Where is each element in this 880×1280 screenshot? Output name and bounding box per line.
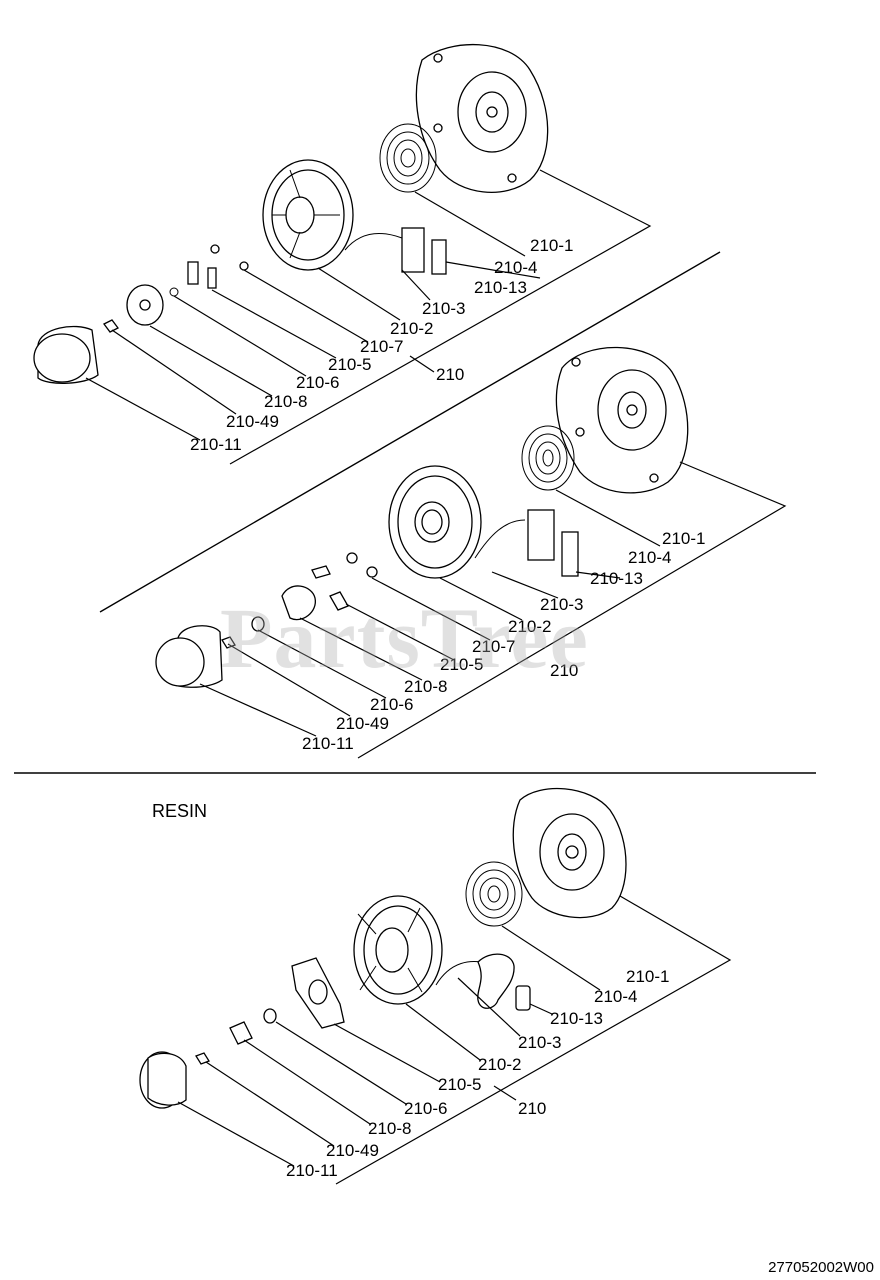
small-parts-group: [221, 552, 378, 649]
leader-210-11: [177, 1101, 295, 1167]
callout-label: 210-5: [440, 655, 483, 674]
leader-210-6: [275, 1021, 407, 1105]
leader-210-13: [529, 1003, 553, 1015]
leader-210-13: [575, 571, 621, 579]
callout-label: 210-49: [326, 1141, 379, 1160]
leader-210-8: [299, 617, 423, 681]
leader-210-13: [445, 261, 541, 279]
callout-label: 210-13: [474, 278, 527, 297]
leader-210-4: [501, 925, 601, 991]
callout-label: 210-13: [550, 1009, 603, 1028]
callout-label: 210-3: [540, 595, 583, 614]
leader-210-6: [173, 295, 307, 377]
leader-210-1: [229, 169, 652, 465]
lower-assembly: [139, 787, 732, 1185]
starter-pulley-part: [139, 1051, 187, 1109]
callout-label: 210-3: [422, 299, 465, 318]
callout-label: 210-6: [296, 373, 339, 392]
leader-210-49: [205, 1061, 335, 1147]
starter-case-part: [415, 44, 549, 193]
assembly-label: 210: [436, 365, 464, 384]
leader-210-11: [199, 683, 317, 737]
leader-210-7: [371, 577, 491, 641]
spiral-spring-part: [465, 861, 523, 927]
diagonal-divider: [99, 251, 721, 613]
leader-210-2: [405, 1003, 481, 1061]
middle-assembly: [155, 346, 787, 759]
assembly-label: 210: [550, 661, 578, 680]
small-parts-group: [103, 244, 249, 333]
leader-210-8: [149, 325, 273, 397]
callout-label: 210-4: [628, 548, 671, 567]
callout-label: 210-11: [302, 734, 354, 753]
spiral-spring-part: [521, 425, 575, 491]
callout-label: 210-5: [328, 355, 371, 374]
leader-210-7: [243, 269, 369, 343]
upper-assembly: [33, 44, 652, 465]
leader-210-5: [345, 603, 455, 661]
callout-label: 210-11: [190, 435, 242, 454]
callout-label: 210-3: [518, 1033, 561, 1052]
callout-label: 210-2: [478, 1055, 521, 1074]
callout-label: 210-4: [494, 258, 537, 277]
leader-210-8: [243, 1039, 371, 1125]
leader-210: [493, 1085, 517, 1101]
assembly-label: 210: [518, 1099, 546, 1118]
reel-pulley-part: [353, 895, 443, 1005]
starter-pulley-part: [155, 625, 223, 688]
callout-label: 210-7: [360, 337, 403, 356]
callout-label: 210-8: [368, 1119, 411, 1138]
leader-210-1: [335, 895, 732, 1185]
callout-label: 210-13: [590, 569, 643, 588]
callout-label: 210-1: [662, 529, 705, 548]
callout-label: 210-2: [508, 617, 551, 636]
leader-210: [409, 355, 435, 373]
leader-210-6: [257, 629, 387, 699]
leader-210-3: [457, 977, 521, 1037]
leader-210-11: [85, 377, 201, 441]
callout-label: 210-6: [404, 1099, 447, 1118]
callout-label: 210-5: [438, 1075, 481, 1094]
callout-label: 210-8: [264, 392, 307, 411]
leader-210-1: [357, 461, 787, 759]
callout-label: 210-11: [286, 1161, 338, 1180]
callout-label: 210-8: [404, 677, 447, 696]
leader-210-49: [227, 643, 351, 717]
starter-case-part: [555, 346, 689, 494]
small-parts-group: [195, 957, 345, 1065]
starter-case-part: [512, 787, 627, 919]
rope-handle-part: [435, 953, 531, 1011]
rope-handle-part: [474, 509, 579, 577]
leader-210-2: [439, 577, 523, 621]
section-label: RESIN: [152, 801, 208, 821]
reel-pulley-part: [262, 159, 354, 271]
leader-210-5: [211, 289, 337, 359]
callout-label: 210-6: [370, 695, 413, 714]
leader-210-3: [401, 269, 431, 301]
leader-210-2: [317, 267, 401, 321]
callout-label: 210-7: [472, 637, 515, 656]
leader-210-4: [555, 489, 661, 547]
callout-label: 210-49: [336, 714, 389, 733]
callout-label: 210-4: [594, 987, 637, 1006]
reel-pulley-part: [388, 465, 482, 579]
leader-210-49: [111, 329, 237, 415]
rope-handle-part: [344, 227, 447, 275]
leader-210-3: [491, 571, 559, 599]
spiral-spring-part: [379, 123, 437, 193]
callout-label: 210-1: [626, 967, 669, 986]
starter-pulley-part: [33, 325, 99, 384]
callout-label: 210-1: [530, 236, 573, 255]
leader-210-4: [414, 191, 526, 257]
document-code: 277052002W00: [768, 1259, 874, 1276]
callout-label: 210-2: [390, 319, 433, 338]
leader-210-5: [333, 1023, 441, 1083]
callout-label: 210-49: [226, 412, 279, 431]
